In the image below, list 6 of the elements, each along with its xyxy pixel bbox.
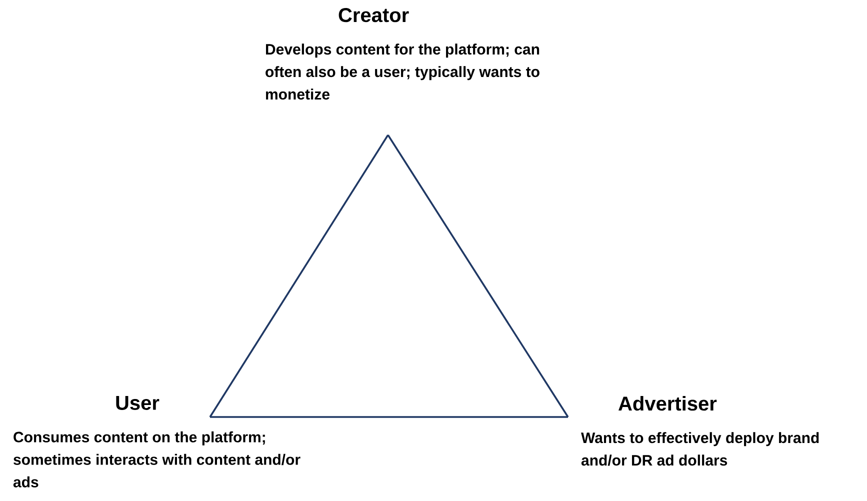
- triangle-side: [210, 416, 568, 418]
- triangle-side: [387, 134, 569, 418]
- role-text: Creator Develops content for the platform; can often also be a user; typically wants to monetize: [266, 8, 540, 100]
- triangle-side: [209, 134, 389, 418]
- role-text: Advertiser Wants to effectively deploy brand and/or DR ad dollars: [581, 396, 819, 466]
- role-text: User Consumes content on the platform; sometimes interacts with content and/or ads: [13, 396, 300, 488]
